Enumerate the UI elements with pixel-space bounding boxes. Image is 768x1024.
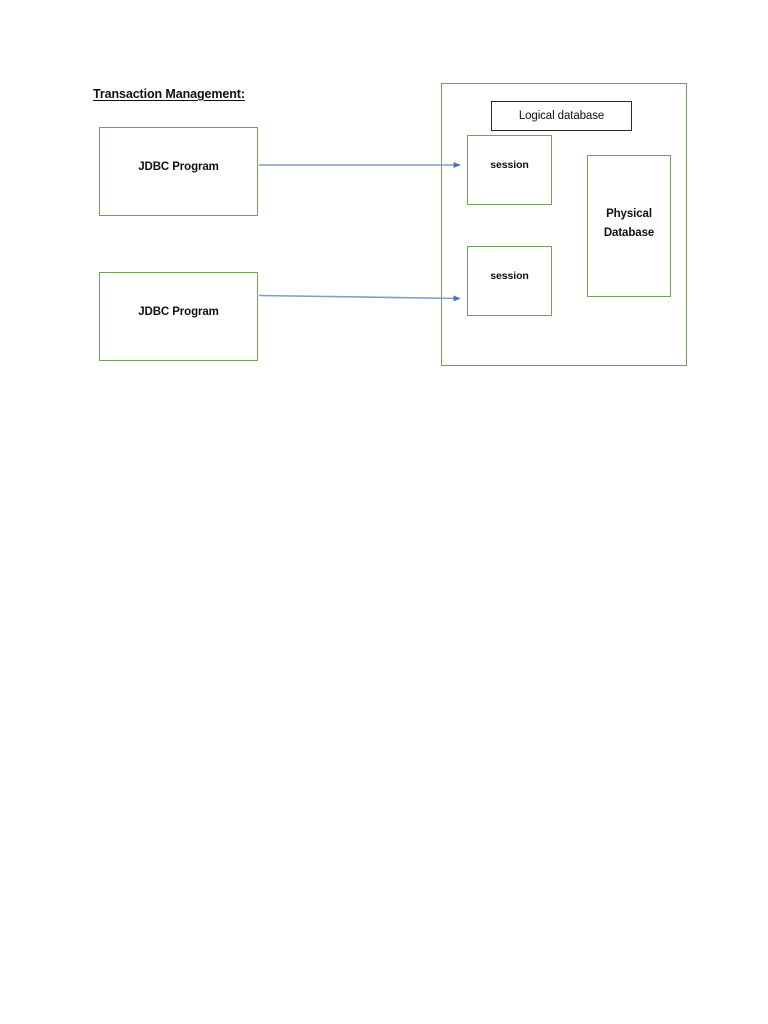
physical-database-label-line1: Physical (606, 208, 652, 220)
page-title: Transaction Management: (93, 87, 245, 101)
session-box-2: session (467, 246, 552, 316)
session-box-1: session (467, 135, 552, 205)
jdbc-program-label-2: JDBC Program (138, 306, 219, 318)
session-label-2: session (490, 270, 529, 282)
session-label-1: session (490, 159, 529, 171)
jdbc-program-label-1: JDBC Program (138, 161, 219, 173)
jdbc-program-box-1: JDBC Program (99, 127, 258, 216)
connector-arrow-2 (258, 294, 461, 302)
physical-database-label-line2: Database (603, 227, 655, 239)
logical-database-caption-box: Logical database (491, 101, 632, 131)
physical-database-box: Physical Database (587, 155, 671, 297)
jdbc-program-box-2: JDBC Program (99, 272, 258, 361)
logical-database-caption-label: Logical database (518, 110, 605, 122)
